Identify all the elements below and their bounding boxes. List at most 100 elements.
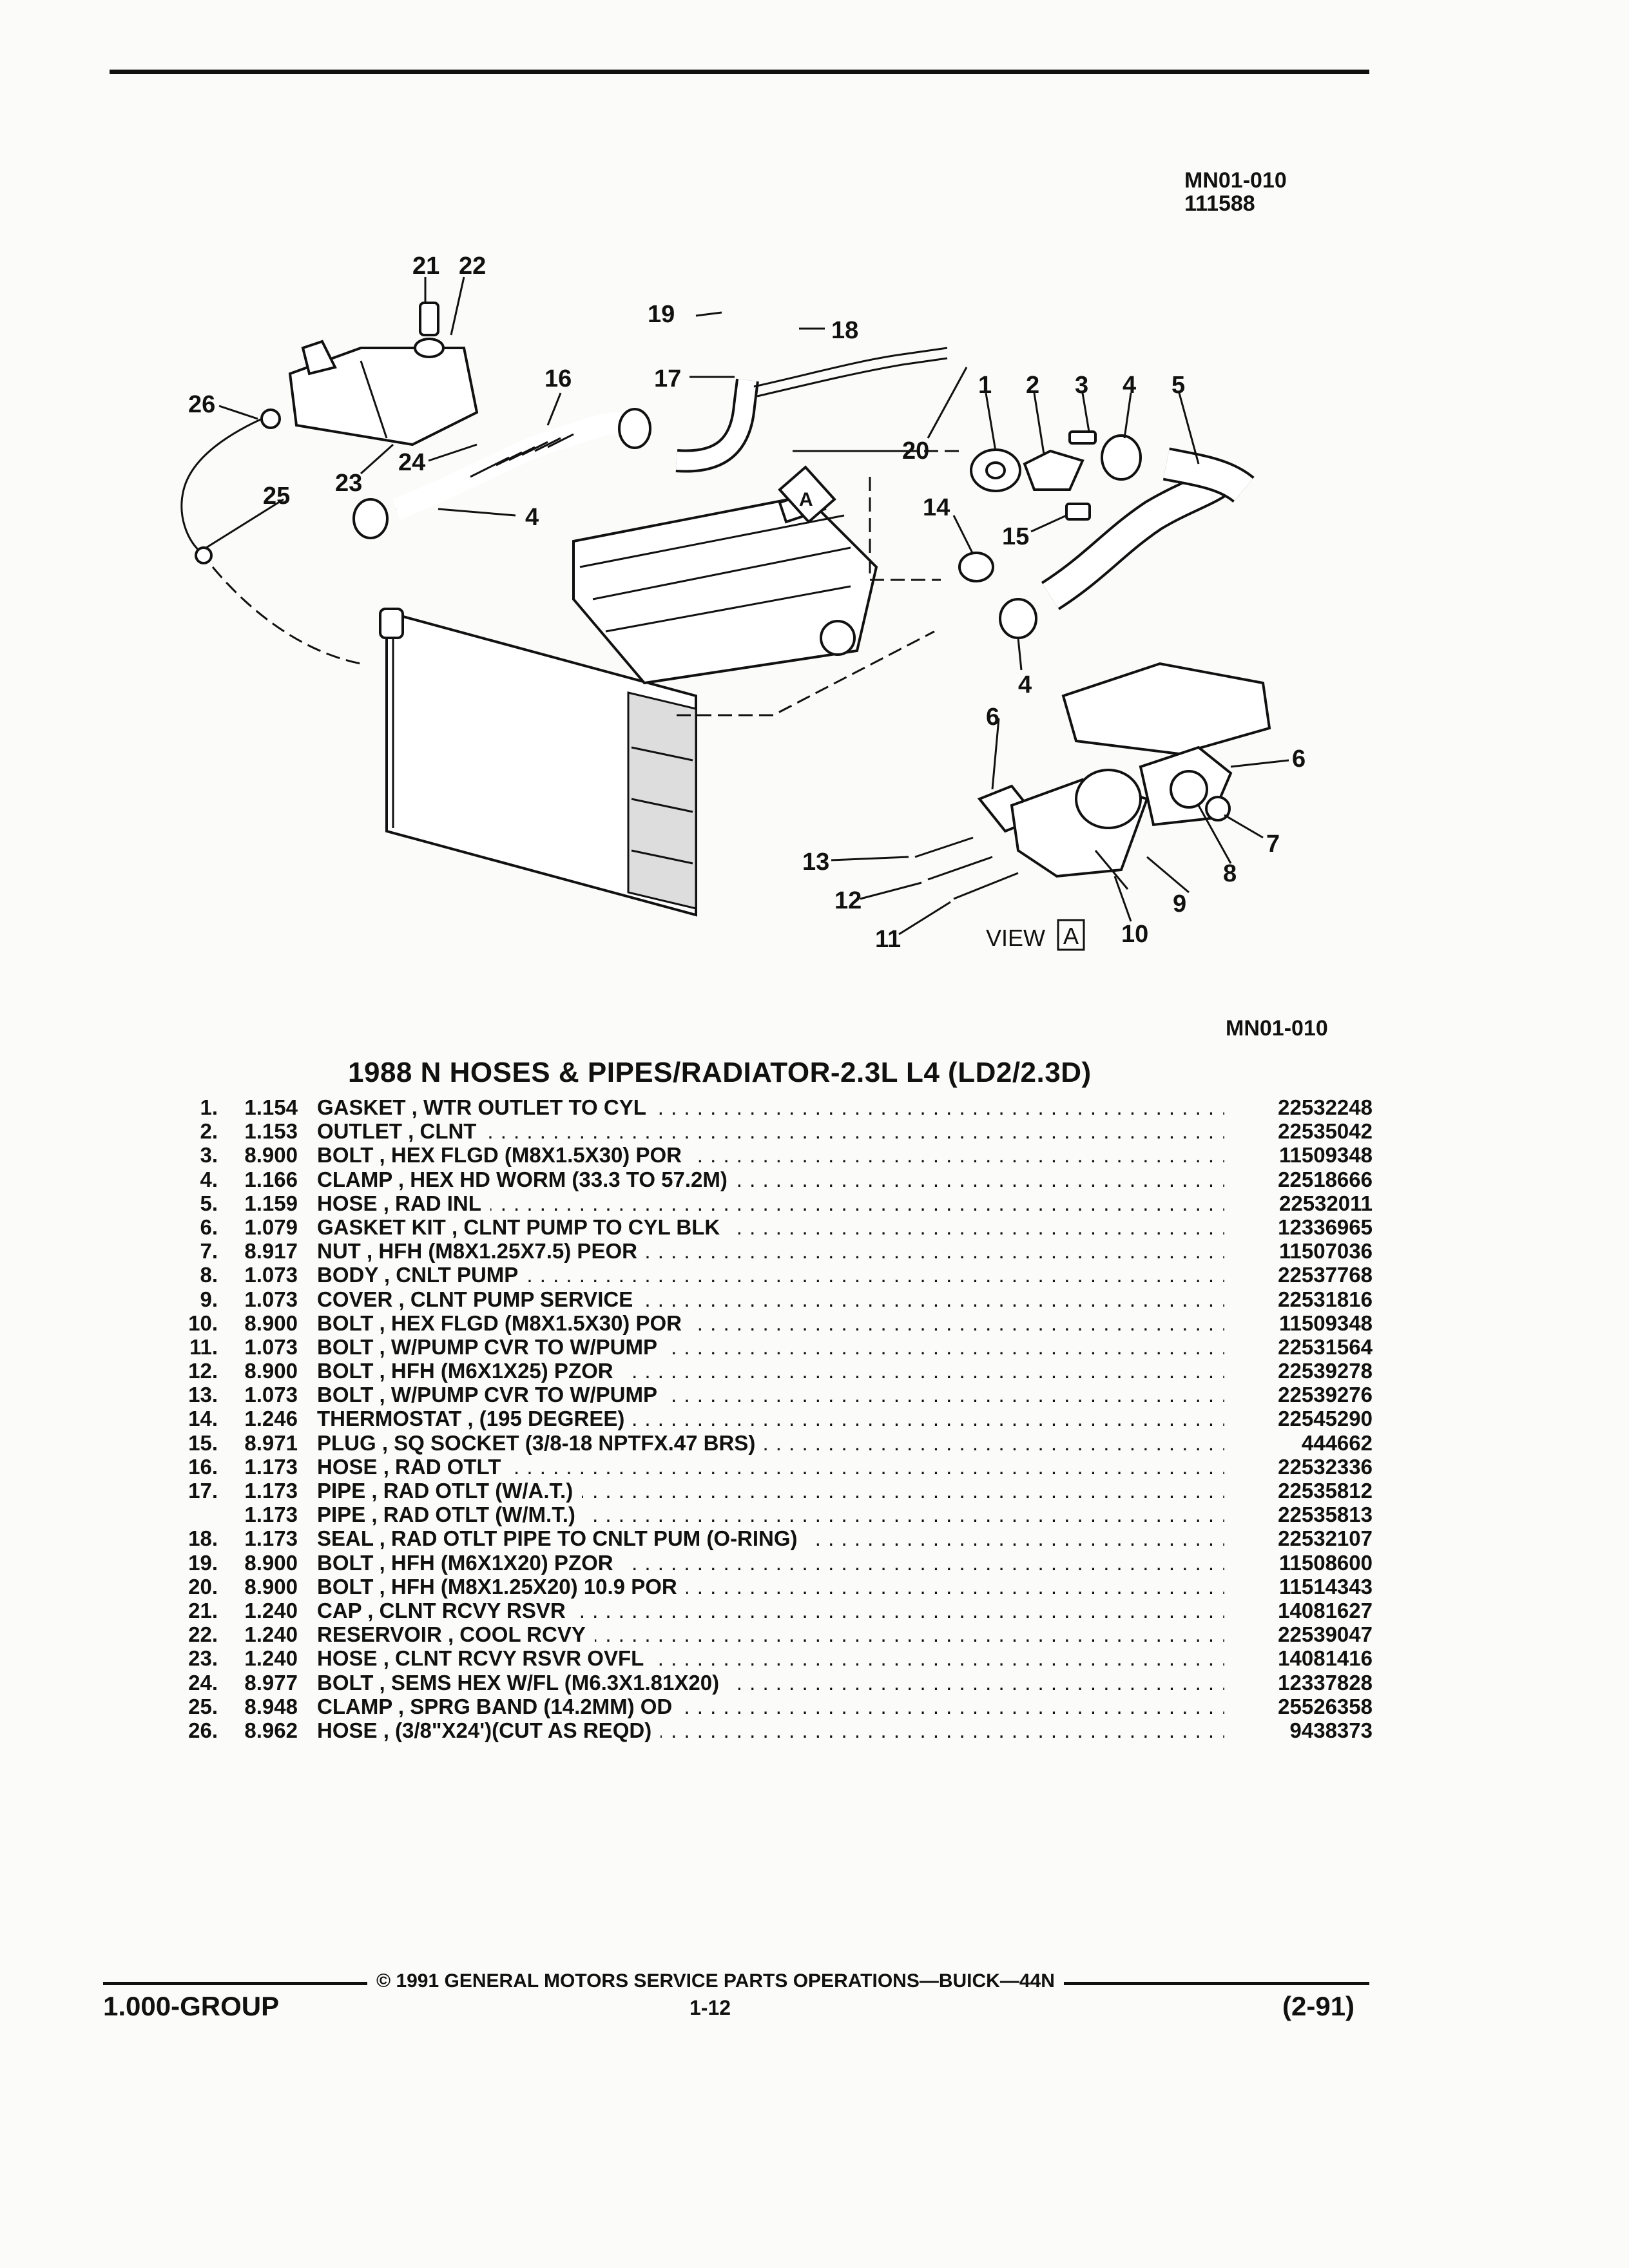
- group-number: 1.240: [244, 1646, 298, 1671]
- part-number: 22518666: [1278, 1167, 1373, 1191]
- item-number: 9.: [200, 1287, 218, 1311]
- group-number: 1.240: [244, 1598, 298, 1622]
- callout-2: 2: [1026, 372, 1039, 399]
- part-description: CLAMP , SPRG BAND (14.2MM) OD: [317, 1694, 682, 1718]
- item-number: 7.: [200, 1239, 218, 1264]
- group-number: 1.240: [244, 1622, 298, 1647]
- part-number: 22532248: [1278, 1095, 1373, 1119]
- figure-code: MN01-010: [1184, 168, 1287, 193]
- item-number: 16.: [188, 1454, 218, 1479]
- group-number: 1.073: [244, 1383, 298, 1407]
- part-description: NUT , HFH (M8X1.25X7.5) PEOR: [317, 1239, 646, 1264]
- coolant-reservoir: [288, 302, 479, 447]
- part-description-cell: BOLT , HEX FLGD (M8X1.5X30) POR: [317, 1143, 1224, 1168]
- page-number: 1-12: [689, 1996, 731, 2019]
- group-number: 1.154: [244, 1095, 298, 1119]
- parts-list-row: 1.173 PIPE , RAD OTLT (W/M.T.) 22535813: [161, 1503, 1373, 1527]
- part-description: BOLT , W/PUMP CVR TO W/PUMP: [317, 1383, 666, 1407]
- water-pump-view-a: [914, 662, 1271, 900]
- part-description: CAP , CLNT RCVY RSVR: [317, 1598, 575, 1622]
- part-number: 11507036: [1278, 1239, 1373, 1264]
- callout-26: 26: [188, 391, 215, 418]
- group-number: 1.166: [244, 1167, 298, 1191]
- radiator-hose-16: [352, 408, 651, 539]
- part-description-cell: CLAMP , SPRG BAND (14.2MM) OD: [317, 1694, 1224, 1719]
- part-number: 22539047: [1278, 1622, 1373, 1647]
- callout-11: 11: [875, 926, 901, 953]
- part-number: 22532011: [1278, 1191, 1373, 1215]
- group-number: 8.900: [244, 1311, 298, 1335]
- callout-7: 7: [1266, 831, 1280, 858]
- group-number: 1.073: [244, 1263, 298, 1287]
- part-number: 22531816: [1278, 1287, 1373, 1311]
- item-number: 3.: [200, 1143, 218, 1168]
- part-description-cell: BOLT , W/PUMP CVR TO W/PUMP: [317, 1334, 1224, 1360]
- item-number: 8.: [200, 1263, 218, 1287]
- callout-17: 17: [654, 365, 681, 392]
- part-description: BOLT , W/PUMP CVR TO W/PUMP: [317, 1334, 666, 1359]
- item-number: 11.: [189, 1334, 218, 1359]
- callout-20: 20: [902, 437, 929, 465]
- part-description-cell: GASKET , WTR OUTLET TO CYL: [317, 1095, 1224, 1120]
- group-number: 1.173: [244, 1503, 298, 1527]
- part-description-cell: BOLT , SEMS HEX W/FL (M6.3X1.81X20): [317, 1670, 1224, 1695]
- part-number: 22535813: [1278, 1503, 1373, 1527]
- item-number: 12.: [188, 1359, 218, 1383]
- callout-18: 18: [831, 317, 858, 344]
- diagram-caption-code: MN01-010: [1226, 1016, 1328, 1041]
- part-number: 22532107: [1278, 1526, 1373, 1551]
- group-number: 1.173: [244, 1526, 298, 1551]
- radiator-hose-5: [1041, 447, 1255, 610]
- item-number: 15.: [188, 1430, 218, 1455]
- callout-numbers: 21 22 19 18 17 16 26 24 23 25 4 20 1 2 3…: [188, 253, 1306, 953]
- part-description: PIPE , RAD OTLT (W/A.T.): [317, 1479, 583, 1503]
- callout-16: 16: [545, 365, 572, 392]
- part-number: 22537768: [1278, 1263, 1373, 1287]
- view-box-letter: A: [1063, 923, 1079, 949]
- callout-3: 3: [1075, 372, 1088, 399]
- group-number: 1.073: [244, 1287, 298, 1311]
- engine-arrow-a: [778, 465, 836, 524]
- part-description-cell: PLUG , SQ SOCKET (3/8-18 NPTFX.47 BRS): [317, 1430, 1224, 1456]
- item-number: 25.: [188, 1694, 218, 1718]
- part-number: 11509348: [1278, 1143, 1373, 1168]
- page-title: 1988 N HOSES & PIPES/RADIATOR-2.3L L4 (L…: [348, 1057, 1092, 1088]
- part-description: HOSE , (3/8"X24')(CUT AS REQD): [317, 1718, 661, 1742]
- part-description: PLUG , SQ SOCKET (3/8-18 NPTFX.47 BRS): [317, 1430, 765, 1455]
- group-number: 8.900: [244, 1550, 298, 1575]
- part-number: 9438373: [1289, 1718, 1373, 1742]
- callout-4-left: 4: [525, 504, 539, 531]
- callout-9: 9: [1173, 890, 1186, 918]
- callout-6: 6: [1292, 745, 1306, 773]
- part-description-cell: BODY , CNLT PUMP: [317, 1263, 1224, 1287]
- callout-12: 12: [834, 887, 862, 914]
- part-description-cell: PIPE , RAD OTLT (W/M.T.): [317, 1503, 1224, 1527]
- callout-23: 23: [335, 470, 362, 497]
- part-number: 22532336: [1278, 1454, 1373, 1479]
- outlet-pipe-17: [675, 347, 948, 473]
- part-description: SEAL , RAD OTLT PIPE TO CNLT PUM (O-RING…: [317, 1526, 807, 1551]
- part-description: BOLT , HFH (M8X1.25X20) 10.9 POR: [317, 1574, 686, 1599]
- part-description: HOSE , RAD INL: [317, 1191, 490, 1215]
- part-number: 22535812: [1278, 1479, 1373, 1503]
- part-description-cell: SEAL , RAD OTLT PIPE TO CNLT PUM (O-RING…: [317, 1526, 1224, 1551]
- callout-21: 21: [412, 253, 439, 280]
- callout-14: 14: [923, 494, 950, 521]
- group-number: 8.900: [244, 1359, 298, 1383]
- part-description-cell: HOSE , RAD OTLT: [317, 1454, 1224, 1479]
- part-number: 14081416: [1278, 1646, 1373, 1671]
